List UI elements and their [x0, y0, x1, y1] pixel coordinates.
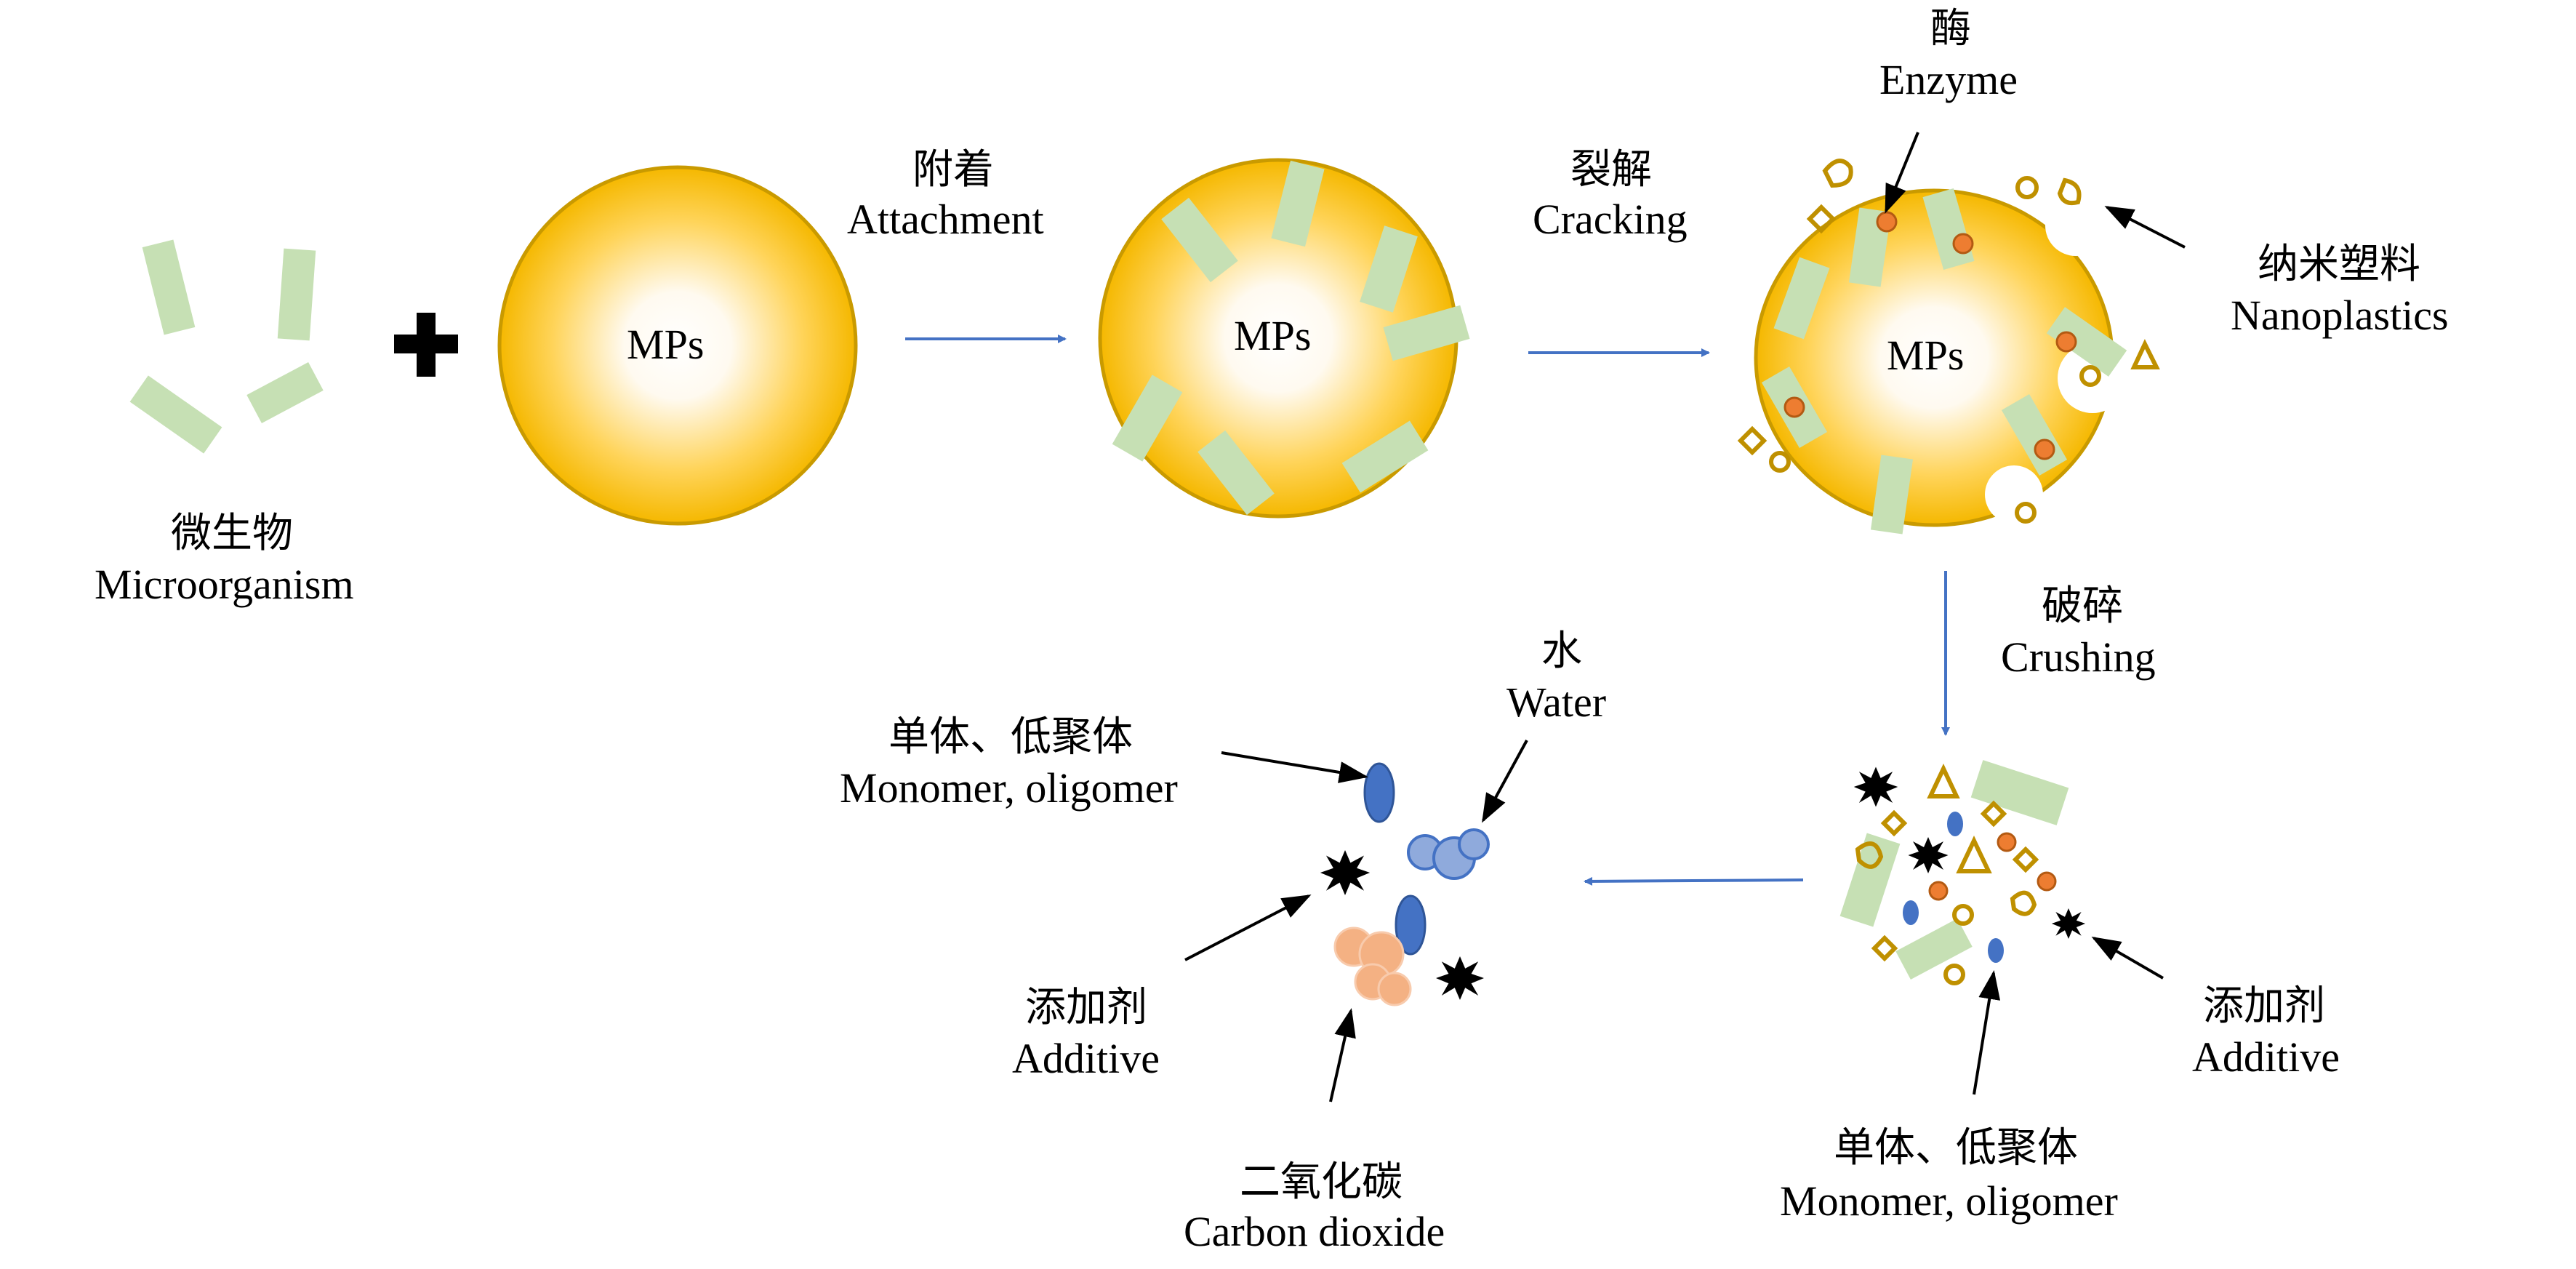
- cracking-en: Cracking: [1533, 196, 1688, 243]
- microorganism-group: [129, 239, 324, 454]
- monomer-left-pointer: [1221, 751, 1368, 783]
- cracking-particle: [1737, 159, 2160, 535]
- attachment-en: Attachment: [847, 196, 1044, 243]
- additive-star-icon: [1320, 850, 1371, 895]
- water-pointer: [1482, 740, 1528, 823]
- nanoplastic-fragments: [1737, 159, 2160, 524]
- bacteria-rod-icon: [277, 248, 316, 341]
- co2-molecule-icon: [1333, 926, 1412, 1006]
- bacteria-rod-icon: [142, 239, 196, 335]
- bacteria-rod-icon: [129, 375, 222, 454]
- co2-en: Carbon dioxide: [1184, 1208, 1445, 1255]
- additive-left-en: Additive: [1012, 1035, 1160, 1082]
- final-products: [1320, 762, 1490, 1006]
- additive-right-en: Additive: [2192, 1033, 2340, 1081]
- microplastic-particle: [497, 165, 858, 526]
- attachment-zh: 附着: [912, 146, 994, 193]
- additive-star-icon: [1908, 837, 1949, 873]
- enzyme-dot-icon: [1783, 211, 2077, 460]
- monomer-right-en: Monomer, oligomer: [1780, 1177, 2118, 1225]
- enzyme-zh: 酶: [1930, 5, 1971, 52]
- monomer-icon: [1363, 762, 1395, 823]
- additive-star-icon: [1436, 956, 1484, 1000]
- crushing-zh: 破碎: [2042, 583, 2123, 630]
- mps-label: MPs: [1234, 312, 1312, 359]
- monomer-icon: [1395, 894, 1427, 956]
- plus-icon: [394, 313, 458, 377]
- nanoplastics-zh: 纳米塑料: [2258, 241, 2420, 288]
- monomer-left-zh: 单体、低聚体: [888, 713, 1133, 761]
- water-zh: 水: [1541, 628, 1582, 675]
- additive-star-icon: [2051, 908, 2086, 939]
- water-molecule-icon: [1407, 828, 1490, 880]
- microorganism-en: Microorganism: [95, 561, 354, 608]
- monomer-left-en: Monomer, oligomer: [840, 764, 1178, 812]
- mps-label: MPs: [627, 321, 705, 368]
- enzyme-pointer: [1885, 132, 1919, 214]
- co2-pointer: [1329, 1008, 1356, 1102]
- bacteria-rod-icon: [246, 362, 324, 423]
- monomer-right-zh: 单体、低聚体: [1834, 1124, 2078, 1172]
- water-en: Water: [1506, 678, 1607, 726]
- crushing-en: Crushing: [2001, 633, 2156, 681]
- cracking-zh: 裂解: [1570, 146, 1652, 193]
- additive-left-pointer: [1184, 894, 1312, 961]
- crushed-fragments: [1839, 760, 2086, 985]
- monomer-right-pointer: [1973, 970, 2001, 1095]
- enzyme-en: Enzyme: [1879, 56, 2018, 103]
- additive-right-zh: 添加剂: [2203, 982, 2325, 1030]
- mineralization-arrow: [1584, 876, 1804, 886]
- additive-star-icon: [1853, 766, 1898, 807]
- additive-right-pointer: [2091, 936, 2164, 980]
- microorganism-zh: 微生物: [171, 510, 293, 557]
- nanoplastics-pointer: [2104, 206, 2186, 249]
- additive-left-zh: 添加剂: [1025, 984, 1147, 1031]
- co2-zh: 二氧化碳: [1240, 1158, 1403, 1206]
- mps-label: MPs: [1887, 332, 1965, 379]
- attached-bacteria: [1112, 160, 1470, 516]
- nanoplastics-en: Nanoplastics: [2231, 292, 2449, 339]
